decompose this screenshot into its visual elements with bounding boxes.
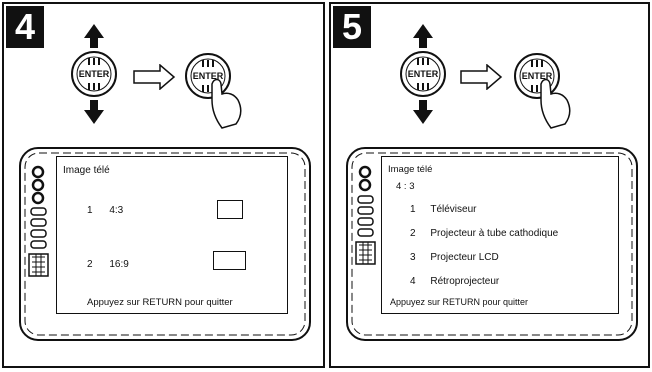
enter-button-label: ENTER [407, 69, 439, 79]
up-arrow-icon [84, 24, 104, 48]
option-number: 4 [410, 276, 416, 287]
option-label: 4:3 [109, 205, 124, 216]
down-arrow-icon [413, 100, 433, 124]
option-number: 1 [410, 204, 416, 215]
enter-button-with-arrows: ENTER [64, 22, 124, 126]
option-projecteur-tube[interactable]: 2 Projecteur à tube cathodique [410, 228, 558, 239]
enter-button-label: ENTER [521, 71, 553, 81]
right-arrow-icon [459, 64, 503, 90]
enter-button-label: ENTER [78, 69, 110, 79]
menu-screen: Image télé 4 : 3 1 Téléviseur 2 Projecte… [381, 156, 619, 314]
option-number: 2 [87, 259, 93, 270]
return-hint: Appuyez sur RETURN pour quitter [390, 297, 529, 307]
option-retroprojecteur[interactable]: 4 Rétroprojecteur [410, 276, 499, 287]
option-16-9[interactable]: 2 16:9 [87, 259, 129, 270]
enter-button-label: ENTER [192, 71, 224, 81]
enter-button-pressed: ENTER [511, 50, 583, 130]
option-number: 3 [410, 252, 416, 263]
step-number: 5 [333, 6, 371, 48]
return-hint: Appuyez sur RETURN pour quitter [87, 297, 233, 308]
ratio-4-3-box [217, 200, 243, 219]
hand-icon [211, 78, 242, 129]
menu-title: Image télé [63, 165, 110, 176]
option-label: Rétroprojecteur [430, 276, 500, 287]
tv-screen: Image télé 1 4:3 2 16:9 Appuyez sur RETU… [16, 144, 314, 344]
down-arrow-icon [84, 100, 104, 124]
option-label: Téléviseur [430, 204, 477, 215]
enter-button-with-arrows: ENTER [393, 22, 453, 126]
option-projecteur-lcd[interactable]: 3 Projecteur LCD [410, 252, 499, 263]
hand-icon [540, 78, 571, 129]
option-number: 1 [87, 205, 93, 216]
menu-subtitle: 4 : 3 [396, 181, 415, 192]
option-4-3[interactable]: 1 4:3 [87, 205, 123, 216]
step-4-panel: 4 ENTER ENTER [2, 2, 325, 368]
menu-screen: Image télé 1 4:3 2 16:9 Appuyez sur RETU… [56, 156, 288, 314]
step-5-panel: 5 ENTER ENTER [329, 2, 650, 368]
menu-title: Image télé [388, 164, 433, 175]
option-label: Projecteur LCD [430, 252, 499, 263]
option-televiseur[interactable]: 1 Téléviseur [410, 204, 476, 215]
tv-screen: Image télé 4 : 3 1 Téléviseur 2 Projecte… [343, 144, 641, 344]
option-label: Projecteur à tube cathodique [430, 228, 559, 239]
ratio-16-9-box [213, 251, 246, 270]
up-arrow-icon [413, 24, 433, 48]
step-number: 4 [6, 6, 44, 48]
option-number: 2 [410, 228, 416, 239]
enter-button-pressed: ENTER [182, 50, 254, 130]
option-label: 16:9 [109, 259, 129, 270]
right-arrow-icon [132, 64, 176, 90]
